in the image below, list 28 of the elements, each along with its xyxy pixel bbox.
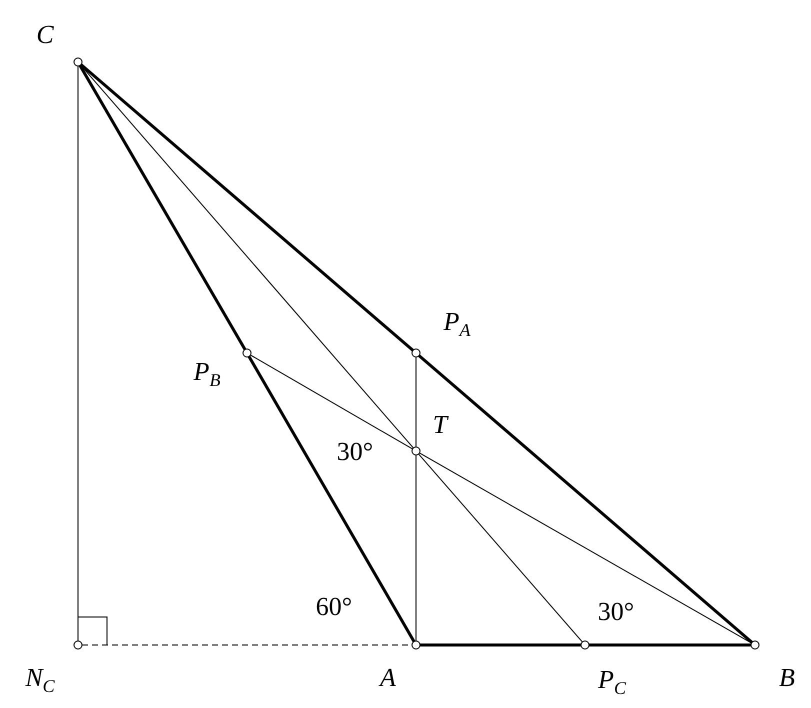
- line-segment: [78, 64, 246, 350]
- line-segment: [418, 454, 583, 642]
- point-label: C: [36, 22, 54, 48]
- point-label: P$_{A}$: [444, 309, 470, 335]
- line-segment: [80, 63, 414, 352]
- point-label: B: [779, 665, 795, 691]
- line-segment: [250, 354, 414, 450]
- point-label: T: [432, 412, 448, 438]
- line-segment: [418, 452, 752, 644]
- point-marker: [412, 446, 420, 456]
- point-marker: [412, 640, 420, 650]
- angle-label: 60°: [316, 594, 352, 620]
- line-segment: [589, 644, 751, 646]
- point-marker: [412, 348, 420, 358]
- point-label: N$_{C}$: [25, 665, 55, 691]
- angle-label: 30°: [336, 439, 374, 465]
- line-segment: [420, 644, 581, 646]
- point-marker: [580, 640, 590, 650]
- line-segment: [418, 354, 753, 644]
- point-marker: [242, 348, 252, 358]
- point-label: P$_{C}$: [598, 667, 626, 693]
- point-marker: [750, 640, 760, 650]
- point-marker: [74, 640, 82, 650]
- angle-label: 30°: [598, 599, 634, 625]
- point-label: A: [380, 665, 396, 691]
- line-segment: [248, 356, 416, 642]
- point-label: P$_{B}$: [194, 359, 220, 385]
- point-marker: [74, 58, 82, 66]
